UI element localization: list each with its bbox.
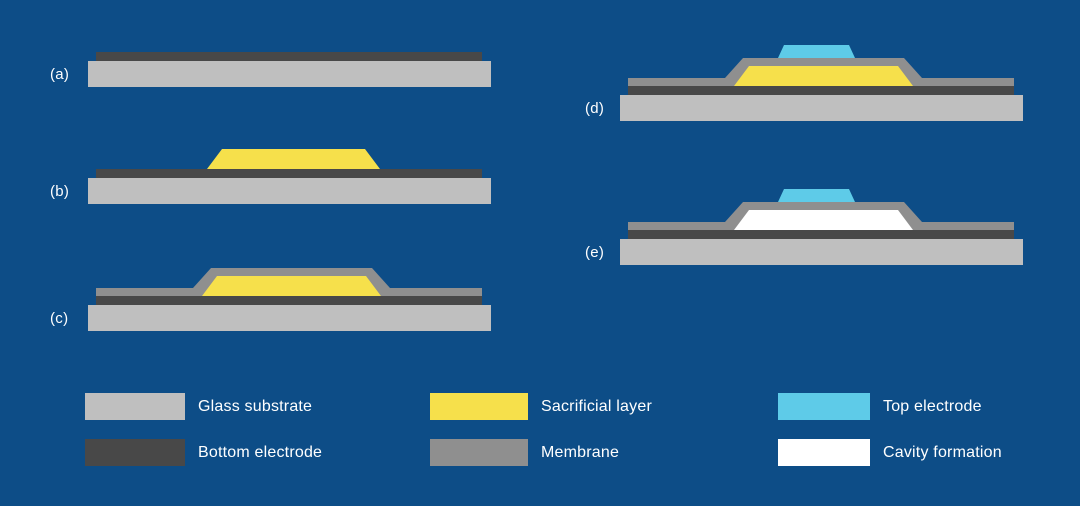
top-electrode-swatch bbox=[778, 393, 870, 420]
top-electrode-layer bbox=[778, 189, 855, 202]
step-a-cross-section bbox=[88, 52, 491, 87]
sacrificial-layer bbox=[207, 149, 380, 169]
top-electrode-layer bbox=[778, 45, 855, 58]
step-label-a: (a) bbox=[50, 66, 70, 83]
bottom-electrode-layer bbox=[96, 296, 482, 305]
step-label-b: (b) bbox=[50, 183, 70, 200]
legend-item-bottom-electrode: Bottom electrode bbox=[85, 439, 322, 466]
legend-item-cavity-formation: Cavity formation bbox=[778, 439, 1002, 466]
step-b-cross-section bbox=[88, 149, 491, 204]
step-label-d: (d) bbox=[585, 100, 605, 117]
step-e-cross-section bbox=[620, 189, 1023, 265]
cavity-formation-swatch bbox=[778, 439, 870, 466]
bottom-electrode-layer bbox=[628, 86, 1014, 95]
glass-substrate-layer bbox=[88, 305, 491, 331]
legend-item-membrane: Membrane bbox=[430, 439, 619, 466]
membrane-swatch bbox=[430, 439, 528, 466]
glass-substrate-layer bbox=[620, 95, 1023, 121]
legend-item-top-electrode: Top electrode bbox=[778, 393, 982, 420]
sacrificial-layer bbox=[734, 66, 913, 86]
sacrificial-layer bbox=[202, 276, 381, 296]
step-c-cross-section bbox=[88, 268, 491, 331]
bottom-electrode-layer bbox=[96, 52, 482, 61]
legend-label-sacrificial-layer: Sacrificial layer bbox=[541, 397, 652, 415]
legend-item-glass-substrate: Glass substrate bbox=[85, 393, 312, 420]
bottom-electrode-layer bbox=[96, 169, 482, 178]
glass-substrate-layer bbox=[620, 239, 1023, 265]
legend-label-glass-substrate: Glass substrate bbox=[198, 397, 313, 415]
step-label-c: (c) bbox=[50, 310, 69, 327]
legend-label-bottom-electrode: Bottom electrode bbox=[198, 443, 323, 461]
glass-substrate-swatch bbox=[85, 393, 185, 420]
glass-substrate-layer bbox=[88, 178, 491, 204]
bottom-electrode-swatch bbox=[85, 439, 185, 466]
legend-label-membrane: Membrane bbox=[541, 443, 620, 461]
cavity-formation-layer bbox=[734, 210, 913, 230]
sacrificial-layer-swatch bbox=[430, 393, 528, 420]
glass-substrate-layer bbox=[88, 61, 491, 87]
step-label-e: (e) bbox=[585, 244, 605, 261]
step-d-cross-section bbox=[620, 45, 1023, 121]
legend-item-sacrificial-layer: Sacrificial layer bbox=[430, 393, 652, 420]
bottom-electrode-layer bbox=[628, 230, 1014, 239]
legend-label-top-electrode: Top electrode bbox=[883, 397, 982, 415]
legend-label-cavity-formation: Cavity formation bbox=[883, 443, 1002, 461]
